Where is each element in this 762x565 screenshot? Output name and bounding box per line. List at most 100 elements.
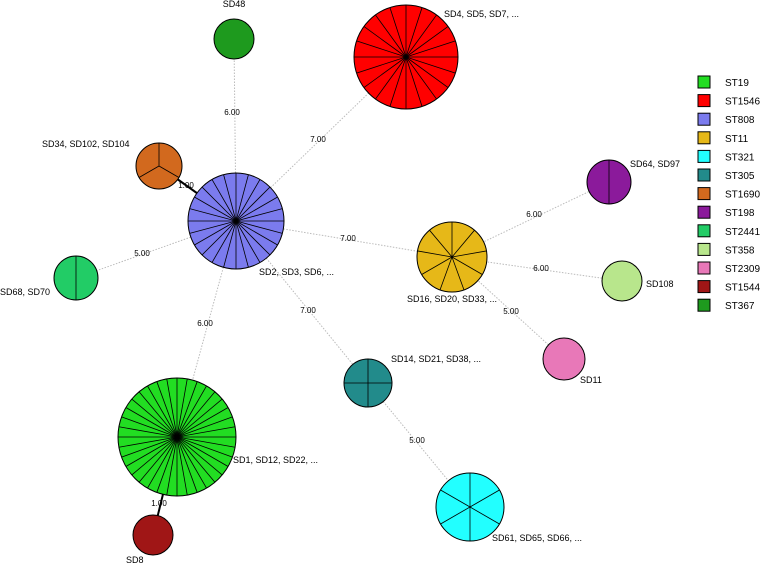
edge-label: 6.00 — [224, 108, 240, 117]
node-slice-divider — [235, 208, 283, 222]
legend-label: ST808 — [725, 115, 755, 126]
node-st808[interactable] — [187, 172, 285, 270]
node-st358[interactable] — [601, 260, 643, 302]
node-slice-divider — [118, 426, 178, 438]
node-slice-divider — [118, 436, 178, 448]
node-st321[interactable] — [435, 472, 505, 542]
node-slice-divider — [176, 378, 188, 438]
node-slice-divider — [189, 220, 237, 234]
node-st198[interactable] — [586, 159, 632, 205]
node-circle[interactable] — [132, 514, 174, 556]
legend-label: ST305 — [725, 171, 755, 182]
legend-item-st305: ST305 — [697, 168, 755, 182]
edge-label: 6.00 — [526, 210, 542, 219]
edge-label: 7.00 — [340, 234, 356, 243]
node-slice-divider — [176, 436, 216, 483]
legend-label: ST367 — [725, 301, 755, 312]
nodes-layer — [53, 4, 643, 556]
node-label: SD64, SD97 — [630, 159, 680, 169]
node-label: SD16, SD20, SD33, ... — [407, 294, 497, 304]
legend-swatch — [697, 149, 711, 163]
node-slice-divider — [121, 416, 178, 438]
node-st367[interactable] — [213, 18, 255, 60]
node-slice-divider — [451, 256, 483, 275]
legend-swatch — [697, 242, 711, 256]
legend-item-st19: ST19 — [697, 75, 749, 89]
edge-label: 6.00 — [533, 264, 549, 273]
legend-item-st1546: ST1546 — [697, 94, 760, 108]
legend: ST19ST1546ST808ST11ST321ST305ST1690ST198… — [697, 75, 760, 312]
node-st2309[interactable] — [542, 337, 586, 381]
node-slice-divider — [235, 179, 261, 222]
edge-label: 7.00 — [310, 135, 326, 144]
node-slice-divider — [125, 407, 178, 438]
node-slice-divider — [176, 436, 229, 467]
node-slice-divider — [176, 436, 223, 476]
node-slice-divider — [356, 56, 407, 74]
node-slice-divider — [429, 229, 453, 258]
legend-swatch — [697, 298, 711, 312]
node-slice-divider — [235, 220, 249, 268]
node-slice-divider — [405, 56, 437, 100]
node-slice-divider — [451, 256, 465, 291]
edge-label: 1.00 — [151, 499, 167, 508]
legend-label: ST2441 — [725, 227, 760, 238]
node-slice-divider — [176, 385, 207, 438]
node-circle[interactable] — [542, 337, 586, 381]
node-slice-divider — [389, 56, 407, 107]
node-circle[interactable] — [213, 18, 255, 60]
node-slice-divider — [147, 436, 178, 489]
node-st2441[interactable] — [53, 255, 99, 301]
legend-label: ST198 — [725, 208, 755, 219]
node-slice-divider — [405, 14, 437, 58]
node-slice-divider — [131, 398, 178, 438]
node-slice-divider — [138, 436, 178, 483]
node-slice-divider — [469, 506, 500, 525]
node-label: SD108 — [646, 279, 674, 289]
legend-swatch — [697, 75, 711, 89]
edge-label: 5.00 — [134, 249, 150, 258]
edge-label: 7.00 — [300, 306, 316, 315]
node-slice-divider — [235, 220, 278, 246]
legend-item-st2309: ST2309 — [697, 261, 760, 275]
node-slice-divider — [176, 436, 188, 496]
node-st11[interactable] — [416, 221, 488, 293]
node-slice-divider — [194, 220, 237, 246]
node-label: SD2, SD3, SD6, ... — [259, 267, 334, 277]
node-st1544[interactable] — [132, 514, 174, 556]
node-label: SD11 — [580, 375, 602, 385]
node-slice-divider — [201, 220, 237, 256]
node-label: SD34, SD102, SD104 — [42, 139, 130, 149]
legend-item-st2441: ST2441 — [697, 224, 760, 238]
node-slice-divider — [176, 416, 233, 438]
legend-label: ST321 — [725, 152, 755, 163]
node-slice-divider — [138, 391, 178, 438]
node-slice-divider — [356, 40, 407, 58]
node-slice-divider — [176, 407, 229, 438]
node-slice-divider — [201, 186, 237, 222]
node-slice-divider — [211, 179, 237, 222]
node-slice-divider — [235, 196, 278, 222]
node-st305[interactable] — [343, 358, 393, 408]
node-slice-divider — [176, 436, 233, 458]
node-slice-divider — [405, 26, 449, 58]
node-circle[interactable] — [601, 260, 643, 302]
node-slice-divider — [223, 220, 237, 268]
node-slice-divider — [158, 165, 180, 178]
labels-layer: 6.007.001.005.007.006.007.001.005.006.00… — [0, 0, 680, 565]
node-slice-divider — [375, 14, 407, 58]
node-slice-divider — [389, 7, 407, 58]
node-slice-divider — [176, 398, 223, 438]
node-st1690[interactable] — [135, 142, 183, 190]
node-slice-divider — [235, 174, 249, 222]
node-st1546[interactable] — [353, 4, 459, 110]
edge-label: 5.00 — [409, 436, 425, 445]
node-slice-divider — [440, 489, 471, 508]
legend-label: ST358 — [725, 245, 755, 256]
legend-label: ST2309 — [725, 264, 760, 275]
node-slice-divider — [417, 250, 453, 258]
node-st19[interactable] — [117, 377, 237, 497]
node-slice-divider — [363, 56, 407, 88]
